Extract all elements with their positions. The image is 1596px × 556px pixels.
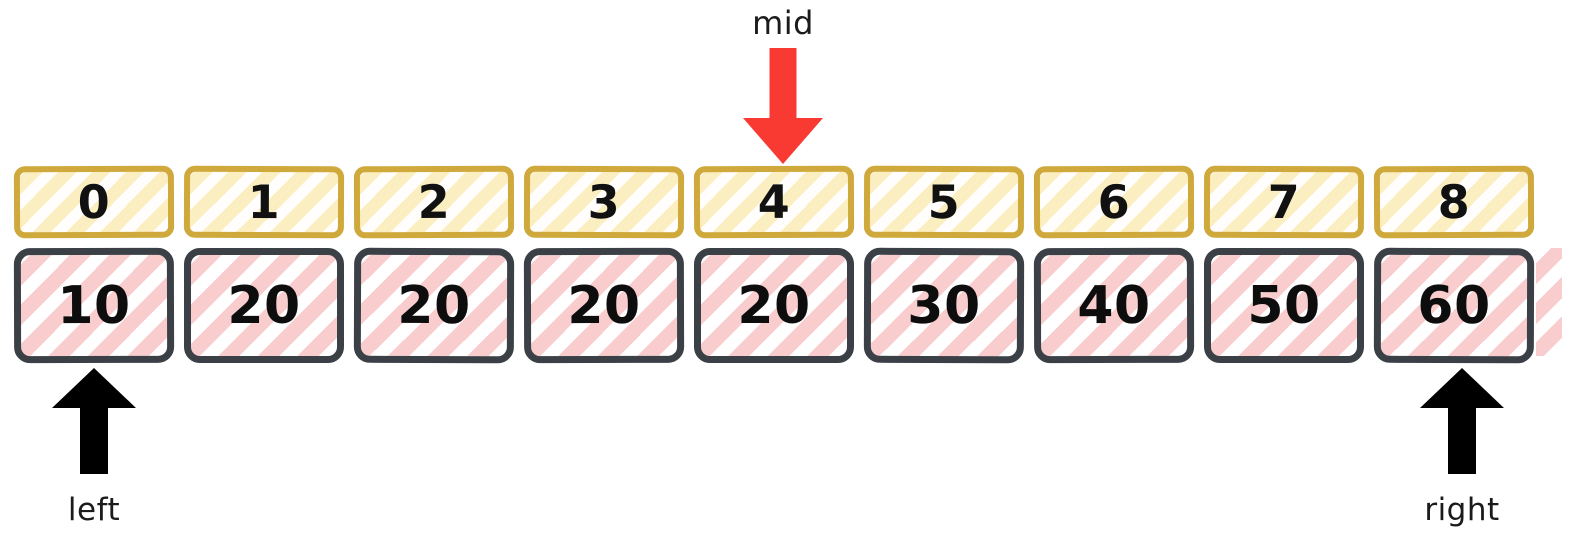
left-pointer-label: left: [67, 492, 121, 528]
value-cell-1-value: 20: [227, 275, 301, 336]
index-cell-6[interactable]: 6: [1033, 165, 1195, 239]
value-cell-7-value: 50: [1247, 275, 1321, 336]
value-cell-6-value: 40: [1077, 275, 1151, 336]
left-pointer: left: [4, 366, 184, 546]
arrow-up-icon: [1420, 368, 1504, 474]
index-cell-1[interactable]: 1: [183, 165, 345, 239]
value-cell-7[interactable]: 50: [1204, 248, 1364, 363]
value-cell-6[interactable]: 40: [1033, 247, 1195, 364]
index-cell-5[interactable]: 5: [863, 165, 1025, 239]
index-cell-7-value: 7: [1267, 174, 1301, 230]
index-cell-0-value: 0: [77, 174, 111, 230]
index-cell-1-value: 1: [247, 174, 281, 230]
index-cell-3-value: 3: [587, 174, 621, 230]
index-cell-2-value: 2: [417, 174, 451, 230]
index-cell-4[interactable]: 4: [693, 165, 855, 239]
array-column-2: 2 20: [353, 162, 522, 367]
right-pointer: right: [1372, 366, 1552, 546]
index-cell-6-value: 6: [1097, 174, 1131, 230]
array-grid: 0 10 1 20 2 20 3: [13, 162, 1542, 367]
value-cell-8[interactable]: 60: [1373, 247, 1535, 364]
array-column-6: 6 40: [1033, 162, 1202, 367]
array-column-7: 7 50: [1203, 162, 1372, 367]
value-cell-2[interactable]: 20: [353, 247, 515, 364]
index-cell-5-value: 5: [927, 174, 961, 230]
index-cell-0[interactable]: 0: [13, 165, 175, 239]
value-cell-1[interactable]: 20: [184, 248, 344, 363]
array-column-8: 8 60: [1373, 162, 1542, 367]
array-column-1: 1 20: [183, 162, 352, 367]
index-cell-7[interactable]: 7: [1203, 165, 1365, 239]
mid-pointer-label: mid: [752, 4, 814, 42]
array-column-4: 4 20: [693, 162, 862, 367]
hatch-overflow-decoration: [1536, 248, 1562, 356]
index-cell-4-value: 4: [757, 174, 791, 230]
mid-pointer: mid: [697, 4, 869, 168]
index-cell-3[interactable]: 3: [523, 165, 685, 239]
arrow-up-icon: [52, 368, 136, 474]
value-cell-0[interactable]: 10: [13, 247, 175, 364]
value-cell-3[interactable]: 20: [523, 247, 685, 364]
index-cell-8[interactable]: 8: [1373, 165, 1535, 239]
value-cell-3-value: 20: [567, 275, 641, 336]
value-cell-0-value: 10: [57, 275, 131, 336]
value-cell-4[interactable]: 20: [694, 248, 854, 363]
arrow-down-icon: [743, 48, 823, 164]
index-cell-8-value: 8: [1437, 174, 1471, 230]
value-cell-5[interactable]: 30: [863, 247, 1025, 364]
array-column-5: 5 30: [863, 162, 1032, 367]
value-cell-5-value: 30: [907, 275, 981, 336]
value-cell-2-value: 20: [397, 275, 471, 336]
value-cell-8-value: 60: [1417, 275, 1491, 336]
array-column-0: 0 10: [13, 162, 182, 367]
array-column-3: 3 20: [523, 162, 692, 367]
index-cell-2[interactable]: 2: [353, 165, 515, 239]
right-pointer-label: right: [1424, 492, 1500, 528]
value-cell-4-value: 20: [737, 275, 811, 336]
